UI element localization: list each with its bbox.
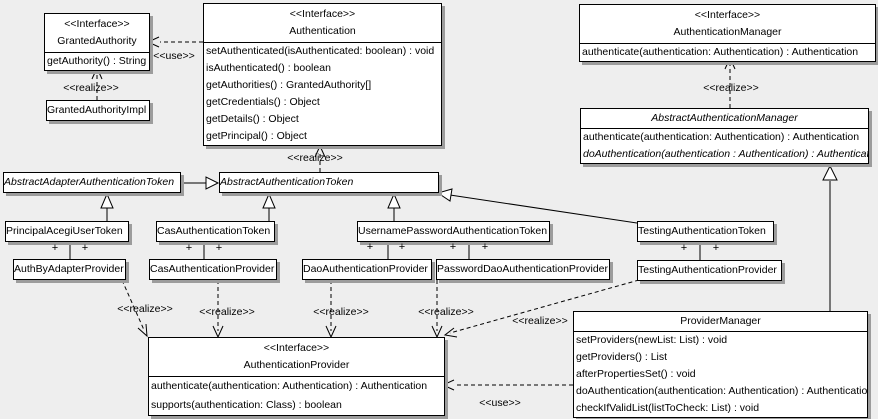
class-method: setProviders(newList: List) : void — [576, 334, 728, 346]
class-method: checkIfValidList(listToCheck: List) : vo… — [576, 402, 760, 414]
use-label: <<use>> — [479, 397, 521, 409]
association-end-plus: + — [185, 242, 193, 254]
class-principal-acegi-user-token: PrincipalAcegiUserToken — [5, 221, 129, 242]
generalization-edges — [100, 164, 838, 311]
class-authentication-manager: <<Interface>> AuthenticationManager auth… — [579, 4, 876, 62]
class-name: GrantedAuthority — [57, 35, 137, 47]
class-cas-authentication-token: CasAuthenticationToken — [156, 221, 275, 242]
class-name: Authentication — [289, 25, 356, 37]
realize-label: <<realize>> — [199, 306, 255, 318]
class-method: authenticate(authentication: Authenticat… — [582, 46, 859, 58]
class-name: GrantedAuthorityImpl — [47, 104, 147, 116]
class-testing-authentication-provider: TestingAuthenticationProvider — [637, 260, 782, 281]
class-name: DaoAuthenticationProvider — [303, 263, 428, 275]
class-method: doAuthentication(authentication : Authen… — [583, 148, 869, 160]
class-authentication-provider: <<Interface>> AuthenticationProvider aut… — [148, 337, 445, 416]
class-name: AbstractAuthenticationToken — [220, 176, 354, 188]
class-name: AuthenticationProvider — [243, 359, 350, 371]
class-provider-manager: ProviderManager setProviders(newList: Li… — [573, 311, 868, 418]
class-stereotype: <<Interface>> — [64, 18, 130, 30]
class-method: getDetails() : Object — [206, 113, 299, 125]
class-name: TestingAuthenticationProvider — [638, 264, 777, 276]
class-testing-authentication-token: TestingAuthenticationToken — [637, 221, 774, 242]
class-dao-authentication-provider: DaoAuthenticationProvider — [302, 259, 432, 280]
class-name: CasAuthenticationProvider — [150, 263, 275, 275]
class-username-password-authentication-token: UsernamePasswordAuthenticationToken — [357, 221, 550, 242]
realize-label: <<realize>> — [63, 82, 119, 94]
class-name: UsernamePasswordAuthenticationToken — [358, 225, 548, 237]
association-edges — [69, 241, 701, 260]
class-method: supports(authentication: Class) : boolea… — [151, 399, 342, 411]
association-end-plus: + — [680, 242, 688, 254]
realize-label: <<realize>> — [512, 315, 568, 327]
association-end-plus: + — [215, 242, 223, 254]
association-end-plus: + — [366, 241, 374, 253]
class-stereotype: <<Interface>> — [263, 342, 330, 354]
class-method: getProviders() : List — [576, 351, 668, 363]
association-end-plus: + — [398, 241, 406, 253]
class-method: getPrincipal() : Object — [206, 130, 307, 142]
class-authentication: <<Interface>> Authentication setAuthenti… — [203, 3, 442, 146]
association-end-plus: + — [81, 242, 89, 254]
class-name: ProviderManager — [680, 315, 761, 327]
class-method: doAuthentication(authentication: Authent… — [576, 385, 868, 397]
class-password-dao-authentication-provider: PasswordDaoAuthenticationProvider — [436, 259, 610, 280]
realize-label: <<realize>> — [703, 82, 759, 94]
class-abstract-authentication-manager: AbstractAuthenticationManager authentica… — [580, 108, 869, 164]
class-method: afterPropertiesSet() : void — [576, 368, 696, 380]
class-stereotype: <<Interface>> — [289, 8, 356, 20]
class-granted-authority: <<Interface>> GrantedAuthority getAuthor… — [44, 13, 150, 71]
class-method: isAuthenticated() : boolean — [206, 62, 331, 74]
association-end-plus: + — [712, 242, 720, 254]
class-name: AuthByAdapterProvider — [14, 263, 124, 275]
class-name: AbstractAdapterAuthenticationToken — [4, 176, 175, 188]
class-granted-authority-impl: GrantedAuthorityImpl — [46, 100, 150, 121]
class-name: TestingAuthenticationToken — [638, 225, 766, 237]
association-end-plus: + — [51, 242, 59, 254]
class-name: PasswordDaoAuthenticationProvider — [437, 263, 609, 275]
association-end-plus: + — [481, 241, 489, 253]
realize-label: <<realize>> — [287, 152, 343, 164]
class-name: CasAuthenticationToken — [157, 225, 271, 237]
class-method: getCredentials() : Object — [206, 96, 320, 108]
class-method: authenticate(authentication: Authenticat… — [583, 131, 860, 143]
use-label: <<use>> — [153, 50, 195, 62]
class-method: getAuthority() : String — [47, 55, 147, 67]
class-abstract-authentication-token: AbstractAuthenticationToken — [219, 172, 439, 193]
class-name: AbstractAuthenticationManager — [651, 112, 798, 124]
class-method: setAuthenticated(isAuthenticated: boolea… — [206, 45, 435, 57]
realize-label: <<realize>> — [117, 303, 173, 315]
class-name: AuthenticationManager — [673, 26, 782, 38]
realize-use-edges — [96, 41, 731, 386]
class-name: PrincipalAcegiUserToken — [6, 225, 123, 237]
class-method: getAuthorities() : GrantedAuthority[] — [206, 79, 372, 91]
class-cas-authentication-provider: CasAuthenticationProvider — [149, 259, 277, 280]
class-auth-by-adapter-provider: AuthByAdapterProvider — [13, 259, 126, 280]
association-end-plus: + — [449, 241, 457, 253]
realize-label: <<realize>> — [313, 306, 369, 318]
class-stereotype: <<Interface>> — [694, 9, 761, 21]
class-abstract-adapter-authentication-token: AbstractAdapterAuthenticationToken — [3, 172, 181, 193]
realize-label: <<realize>> — [418, 306, 474, 318]
class-method: authenticate(authentication: Authenticat… — [151, 380, 428, 392]
